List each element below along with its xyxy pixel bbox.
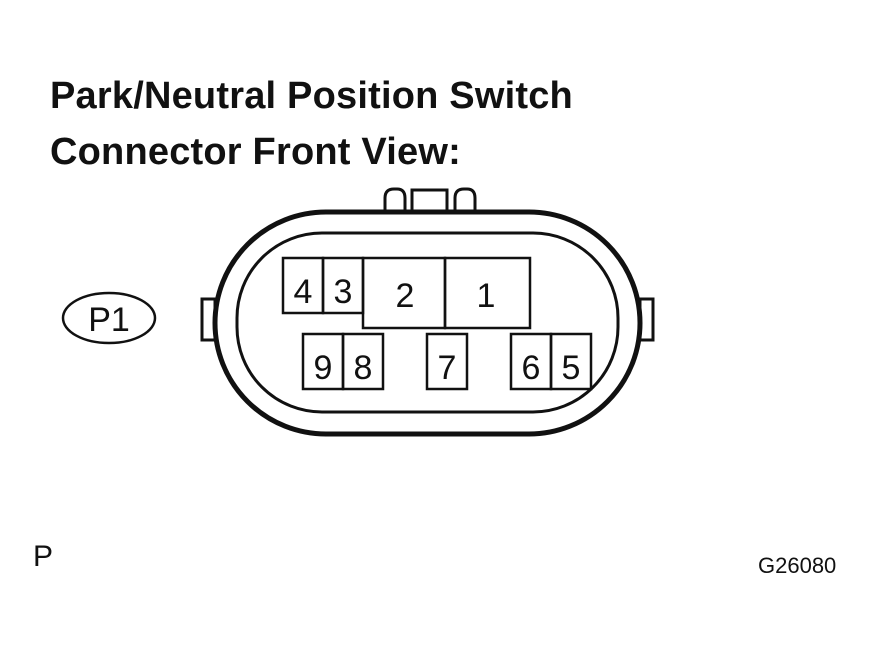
pin-cavity-5: [549, 332, 593, 391]
title-line-2: Connector Front View:: [50, 131, 461, 173]
pin-label-9: 9: [314, 349, 333, 387]
title-line-1: Park/Neutral Position Switch: [50, 75, 573, 117]
right-latch: [638, 297, 655, 342]
connector-code-label: P1: [88, 301, 130, 339]
pin-label-3: 3: [334, 273, 353, 311]
connector-code-badge: P1: [61, 291, 157, 345]
pin-label-5: 5: [562, 349, 581, 387]
figure-code: G26080: [758, 553, 837, 578]
left-latch: [200, 297, 217, 342]
locking-tab: [383, 187, 477, 214]
pin-label-8: 8: [354, 349, 373, 387]
pin-cavity-7: [425, 332, 469, 391]
pin-label-6: 6: [522, 349, 541, 387]
connector-housing: [212, 209, 643, 437]
pin-label-2: 2: [396, 277, 415, 315]
pin-cavity-1: [443, 256, 532, 330]
pin-label-1: 1: [477, 277, 496, 315]
page-letter: P: [33, 540, 54, 573]
pin-cavity-8: [341, 332, 385, 391]
pin-label-7: 7: [438, 349, 457, 387]
diagram-title: Park/Neutral Position Switch Connector F…: [50, 68, 573, 180]
pin-label-4: 4: [294, 273, 313, 311]
